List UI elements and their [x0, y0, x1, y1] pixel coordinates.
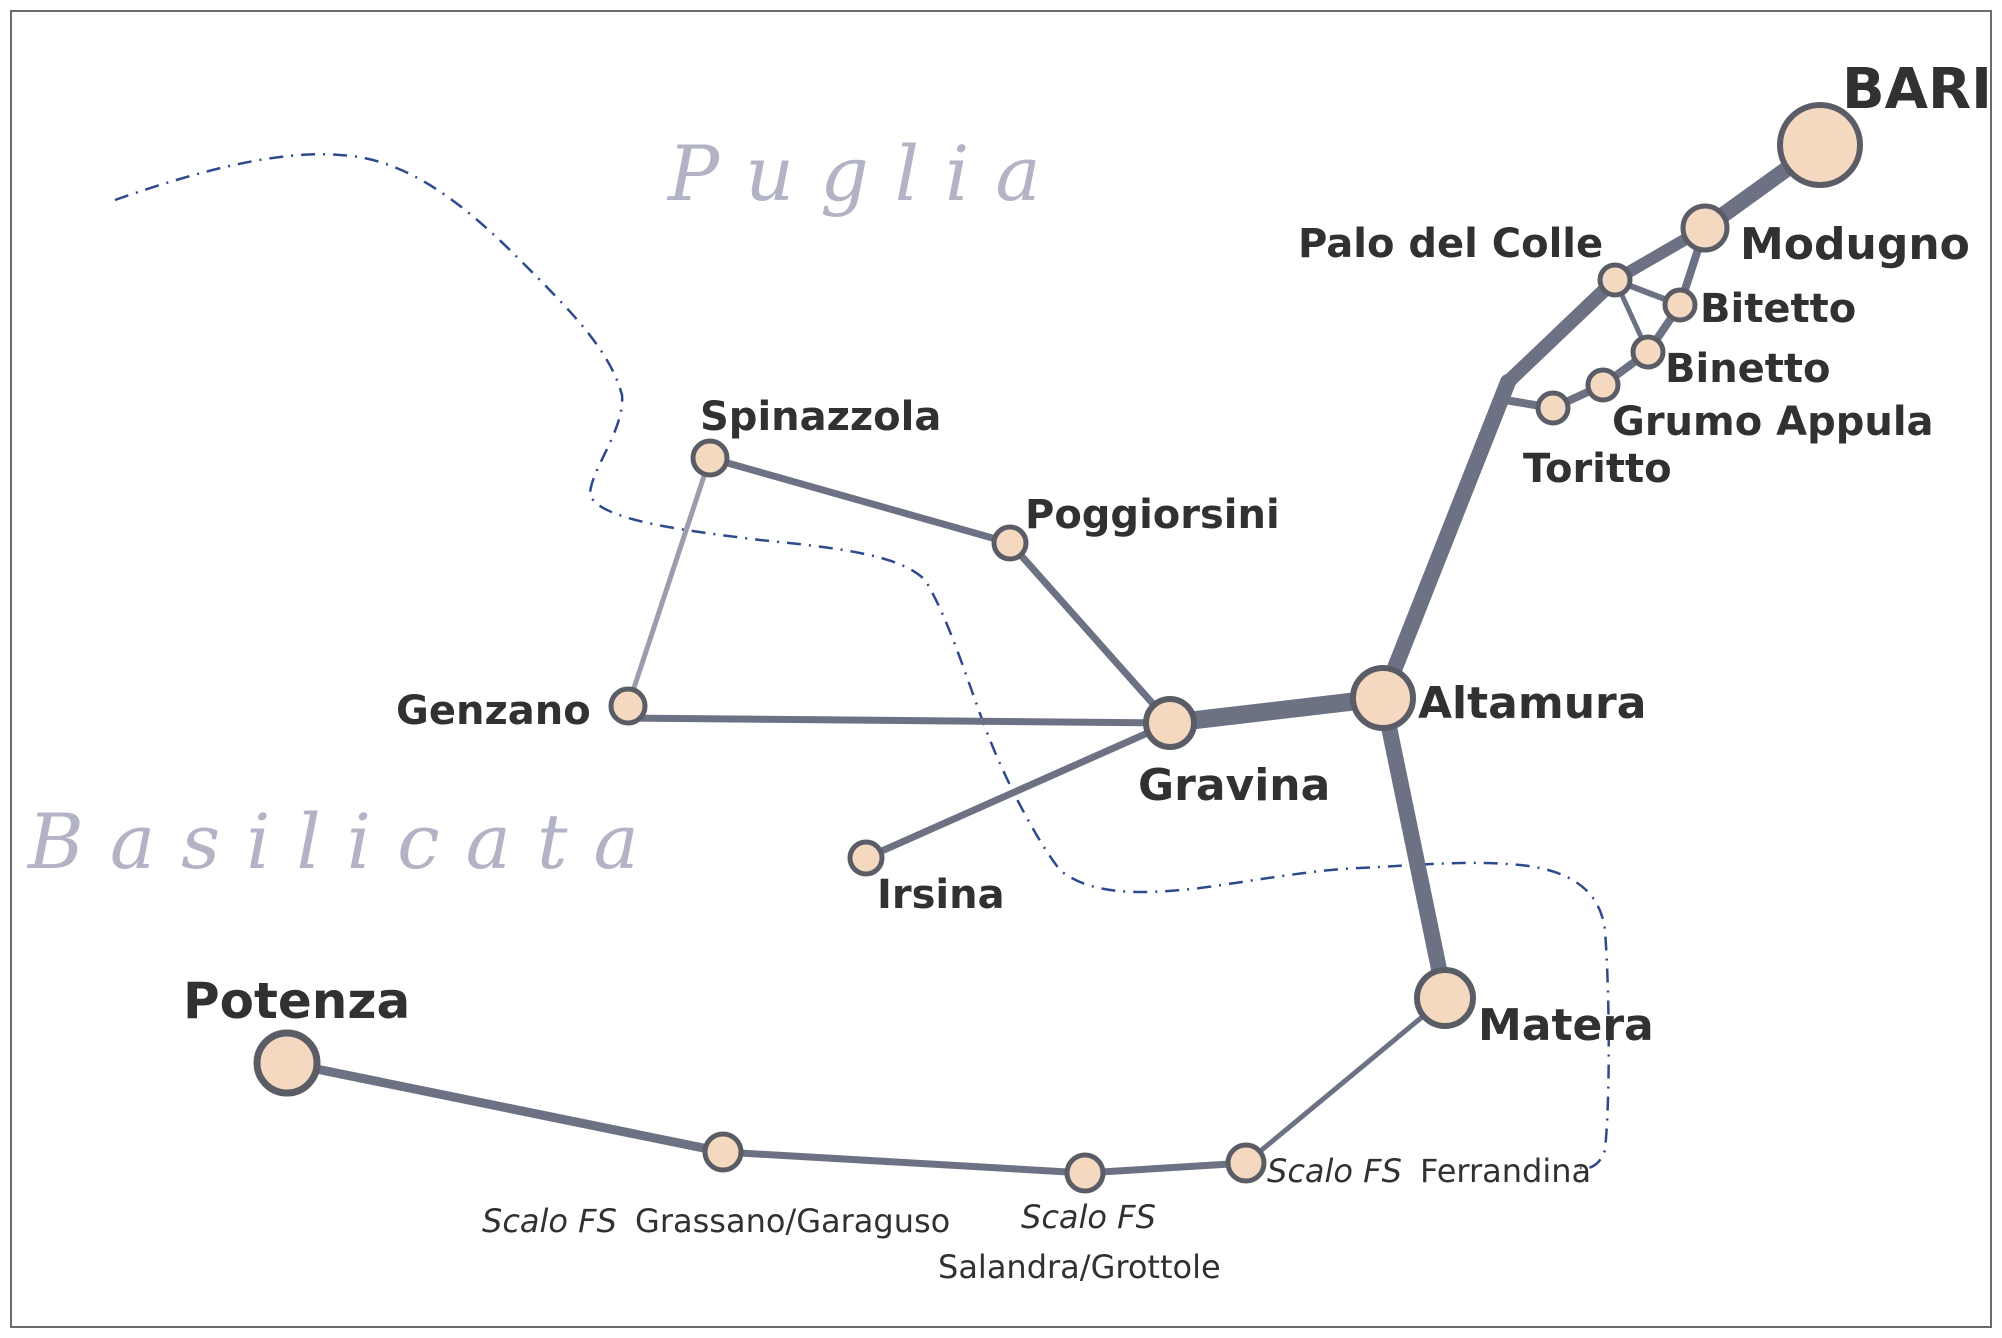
node-potenza: [253, 1029, 321, 1097]
station-nodes: [253, 102, 1863, 1194]
station-label-grassano: Scalo FS Grassano/Garaguso: [482, 1202, 950, 1240]
city-label-potenza: Potenza: [183, 972, 410, 1030]
station-prefix-salandra: Scalo FS: [1021, 1198, 1156, 1236]
line-poggiorsini-spinazzola: [706, 454, 1014, 547]
city-label-grumo: Grumo Appula: [1612, 399, 1934, 445]
node-grassano: [702, 1131, 744, 1173]
node-altamura: [1350, 665, 1416, 731]
node-matera: [1414, 967, 1476, 1029]
line-altamura-matera: [1375, 690, 1453, 1006]
node-irsina: [847, 839, 885, 877]
city-label-palo: Palo del Colle: [1298, 221, 1603, 267]
line-gravina-poggiorsini: [1006, 539, 1174, 727]
node-spinazzola: [690, 438, 730, 478]
node-salandra: [1064, 1152, 1106, 1194]
node-bitetto: [1662, 287, 1698, 323]
node-gravina: [1143, 696, 1197, 750]
region-label-puglia: Puglia: [666, 129, 1067, 218]
city-label-modugno: Modugno: [1740, 219, 1970, 270]
city-label-gravina: Gravina: [1138, 760, 1330, 811]
line-ferrandina-salandra: [1081, 1159, 1250, 1177]
node-modugno: [1680, 203, 1730, 253]
station-label-ferrandina: Scalo FS Ferrandina: [1267, 1152, 1591, 1190]
line-palo-junction: [1501, 273, 1622, 389]
line-gravina-irsina: [862, 719, 1174, 862]
node-genzano: [608, 686, 648, 726]
city-label-binetto: Binetto: [1665, 346, 1831, 392]
station-name-salandra: Salandra/Grottole: [938, 1248, 1221, 1286]
node-bari: [1777, 102, 1863, 188]
station-name-ferrandina: Ferrandina: [1420, 1152, 1591, 1190]
node-palo: [1597, 262, 1633, 298]
node-toritto: [1535, 390, 1571, 426]
node-binetto: [1630, 334, 1666, 370]
city-label-matera: Matera: [1478, 1000, 1654, 1051]
city-label-irsina: Irsina: [877, 872, 1005, 918]
line-spinazzola-genzano: [625, 455, 713, 709]
node-grumo: [1585, 367, 1621, 403]
line-grassano-potenza: [282, 1058, 728, 1157]
city-label-spinazzola: Spinazzola: [700, 394, 941, 440]
city-label-genzano: Genzano: [396, 688, 591, 734]
city-label-toritto: Toritto: [1523, 446, 1672, 492]
line-junction-altamura: [1375, 374, 1516, 706]
line-altamura-gravina: [1161, 689, 1392, 732]
region-label-basilicata: Basilicata: [26, 797, 665, 886]
station-name-grassano: Grassano/Garaguso: [635, 1202, 950, 1240]
regional-border: [114, 153, 1610, 1170]
city-label-bari: BARI: [1842, 57, 1992, 122]
city-label-altamura: Altamura: [1418, 678, 1646, 729]
line-matera-ferrandina: [1243, 995, 1448, 1166]
line-gravina-genzano: [624, 714, 1174, 727]
map-frame: [10, 10, 1992, 1328]
station-prefix-grassano: Scalo FS: [482, 1202, 617, 1240]
city-label-poggiorsini: Poggiorsini: [1025, 492, 1280, 538]
city-label-bitetto: Bitetto: [1700, 286, 1856, 332]
station-prefix-ferrandina: Scalo FS: [1267, 1152, 1402, 1190]
node-ferrandina: [1225, 1142, 1267, 1184]
line-salandra-grassano: [719, 1148, 1089, 1177]
node-poggiorsini: [991, 524, 1029, 562]
